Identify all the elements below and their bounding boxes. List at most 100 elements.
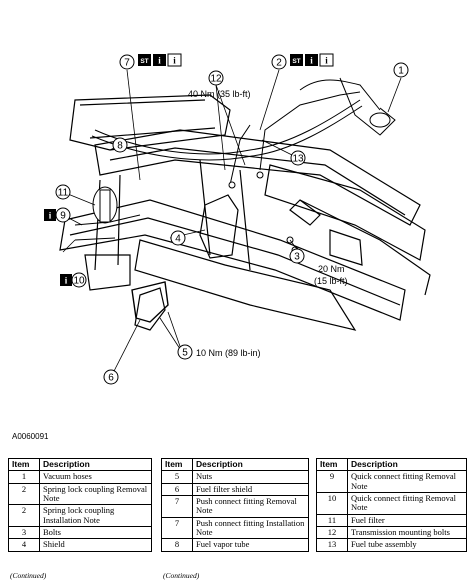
svg-text:7: 7 <box>124 58 130 69</box>
item-number: 1 <box>8 470 40 484</box>
callout-9: 9 <box>55 207 71 223</box>
figure-id: A0060091 <box>12 432 49 441</box>
item-number: 2 <box>8 504 40 528</box>
leader-lines <box>62 69 402 378</box>
col-description: Description <box>192 457 309 472</box>
st-badge: ST <box>292 58 300 65</box>
item-description: Vacuum hoses <box>39 470 152 484</box>
item-description: Push connect fitting Installation Note <box>192 516 309 540</box>
item-number: 7 <box>161 516 193 540</box>
item-number: 9 <box>316 470 348 494</box>
st-badge: ST <box>140 58 148 65</box>
col-item: Item <box>161 457 193 472</box>
torque-label-3-lbft: (15 lb-ft) <box>314 276 348 286</box>
svg-text:3: 3 <box>294 252 300 263</box>
callout-11: 11 <box>55 184 71 200</box>
torque-label-12: 40 Nm (35 lb-ft) <box>188 89 251 99</box>
continued-note: (Continued) <box>10 571 47 580</box>
svg-text:10: 10 <box>73 276 85 287</box>
badge-group-7: ST i i <box>138 53 182 67</box>
item-number: 2 <box>8 482 40 506</box>
col-description: Description <box>347 457 467 472</box>
item-number: 13 <box>316 538 348 552</box>
svg-text:5: 5 <box>182 348 188 359</box>
svg-text:11: 11 <box>58 188 69 199</box>
item-description: Push connect fitting Removal Note <box>192 495 309 518</box>
badge-group-10: i <box>60 274 72 286</box>
svg-text:6: 6 <box>108 373 114 384</box>
exploded-view-diagram: 1 2 3 4 5 6 7 8 9 10 11 12 13 ST i i ST … <box>44 53 431 385</box>
item-number: 6 <box>161 482 193 497</box>
callout-2: 2 <box>271 54 287 70</box>
item-number: 4 <box>8 538 40 552</box>
svg-text:13: 13 <box>292 154 304 165</box>
callout-4: 4 <box>170 230 186 246</box>
callout-13: 13 <box>290 150 306 166</box>
fuel-lines <box>74 77 396 241</box>
item-description: Fuel filter shield <box>192 482 309 497</box>
svg-text:9: 9 <box>60 211 66 222</box>
info-icon: i <box>310 56 313 66</box>
info-icon: i <box>49 211 52 221</box>
callout-1: 1 <box>393 62 409 78</box>
col-item: Item <box>8 457 40 472</box>
item-description: Bolts <box>39 526 152 540</box>
callout-6: 6 <box>103 369 119 385</box>
callout-3: 3 <box>289 248 305 264</box>
item-description: Fuel vapor tube <box>192 538 309 552</box>
item-number: 7 <box>161 495 193 518</box>
info-icon: i <box>325 56 328 66</box>
col-item: Item <box>316 457 348 472</box>
item-description: Spring lock coupling Installation Note <box>39 504 152 528</box>
svg-text:2: 2 <box>276 58 282 69</box>
info-icon: i <box>158 56 161 66</box>
callout-8: 8 <box>112 137 128 153</box>
item-number: 12 <box>316 526 348 540</box>
item-number: 5 <box>161 470 193 484</box>
svg-text:12: 12 <box>210 74 222 85</box>
item-description: Transmission mounting bolts <box>347 526 467 540</box>
badge-group-9: i <box>44 209 56 221</box>
continued-note: (Continued) <box>163 571 200 580</box>
item-description: Fuel filter <box>347 513 467 528</box>
item-number: 11 <box>316 513 348 528</box>
callout-5: 5 <box>177 344 193 360</box>
callout-7: 7 <box>119 54 135 70</box>
item-description: Quick connect fitting Removal Note <box>347 492 467 515</box>
item-description: Quick connect fitting Removal Note <box>347 470 467 494</box>
torque-label-3-nm: 20 Nm <box>318 264 345 274</box>
callout-10: 10 <box>71 272 87 288</box>
item-description: Nuts <box>192 470 309 484</box>
info-icon: i <box>65 276 68 286</box>
svg-text:4: 4 <box>175 234 181 245</box>
svg-text:8: 8 <box>117 141 123 152</box>
info-icon: i <box>173 56 176 66</box>
item-description: Shield <box>39 538 152 552</box>
col-description: Description <box>39 457 152 472</box>
item-description: Spring lock coupling Removal Note <box>39 482 152 506</box>
item-description: Fuel tube assembly <box>347 538 467 552</box>
callout-12: 12 <box>208 70 224 86</box>
item-number: 3 <box>8 526 40 540</box>
svg-text:1: 1 <box>398 66 404 77</box>
item-number: 8 <box>161 538 193 552</box>
badge-group-2: ST i i <box>290 53 334 67</box>
